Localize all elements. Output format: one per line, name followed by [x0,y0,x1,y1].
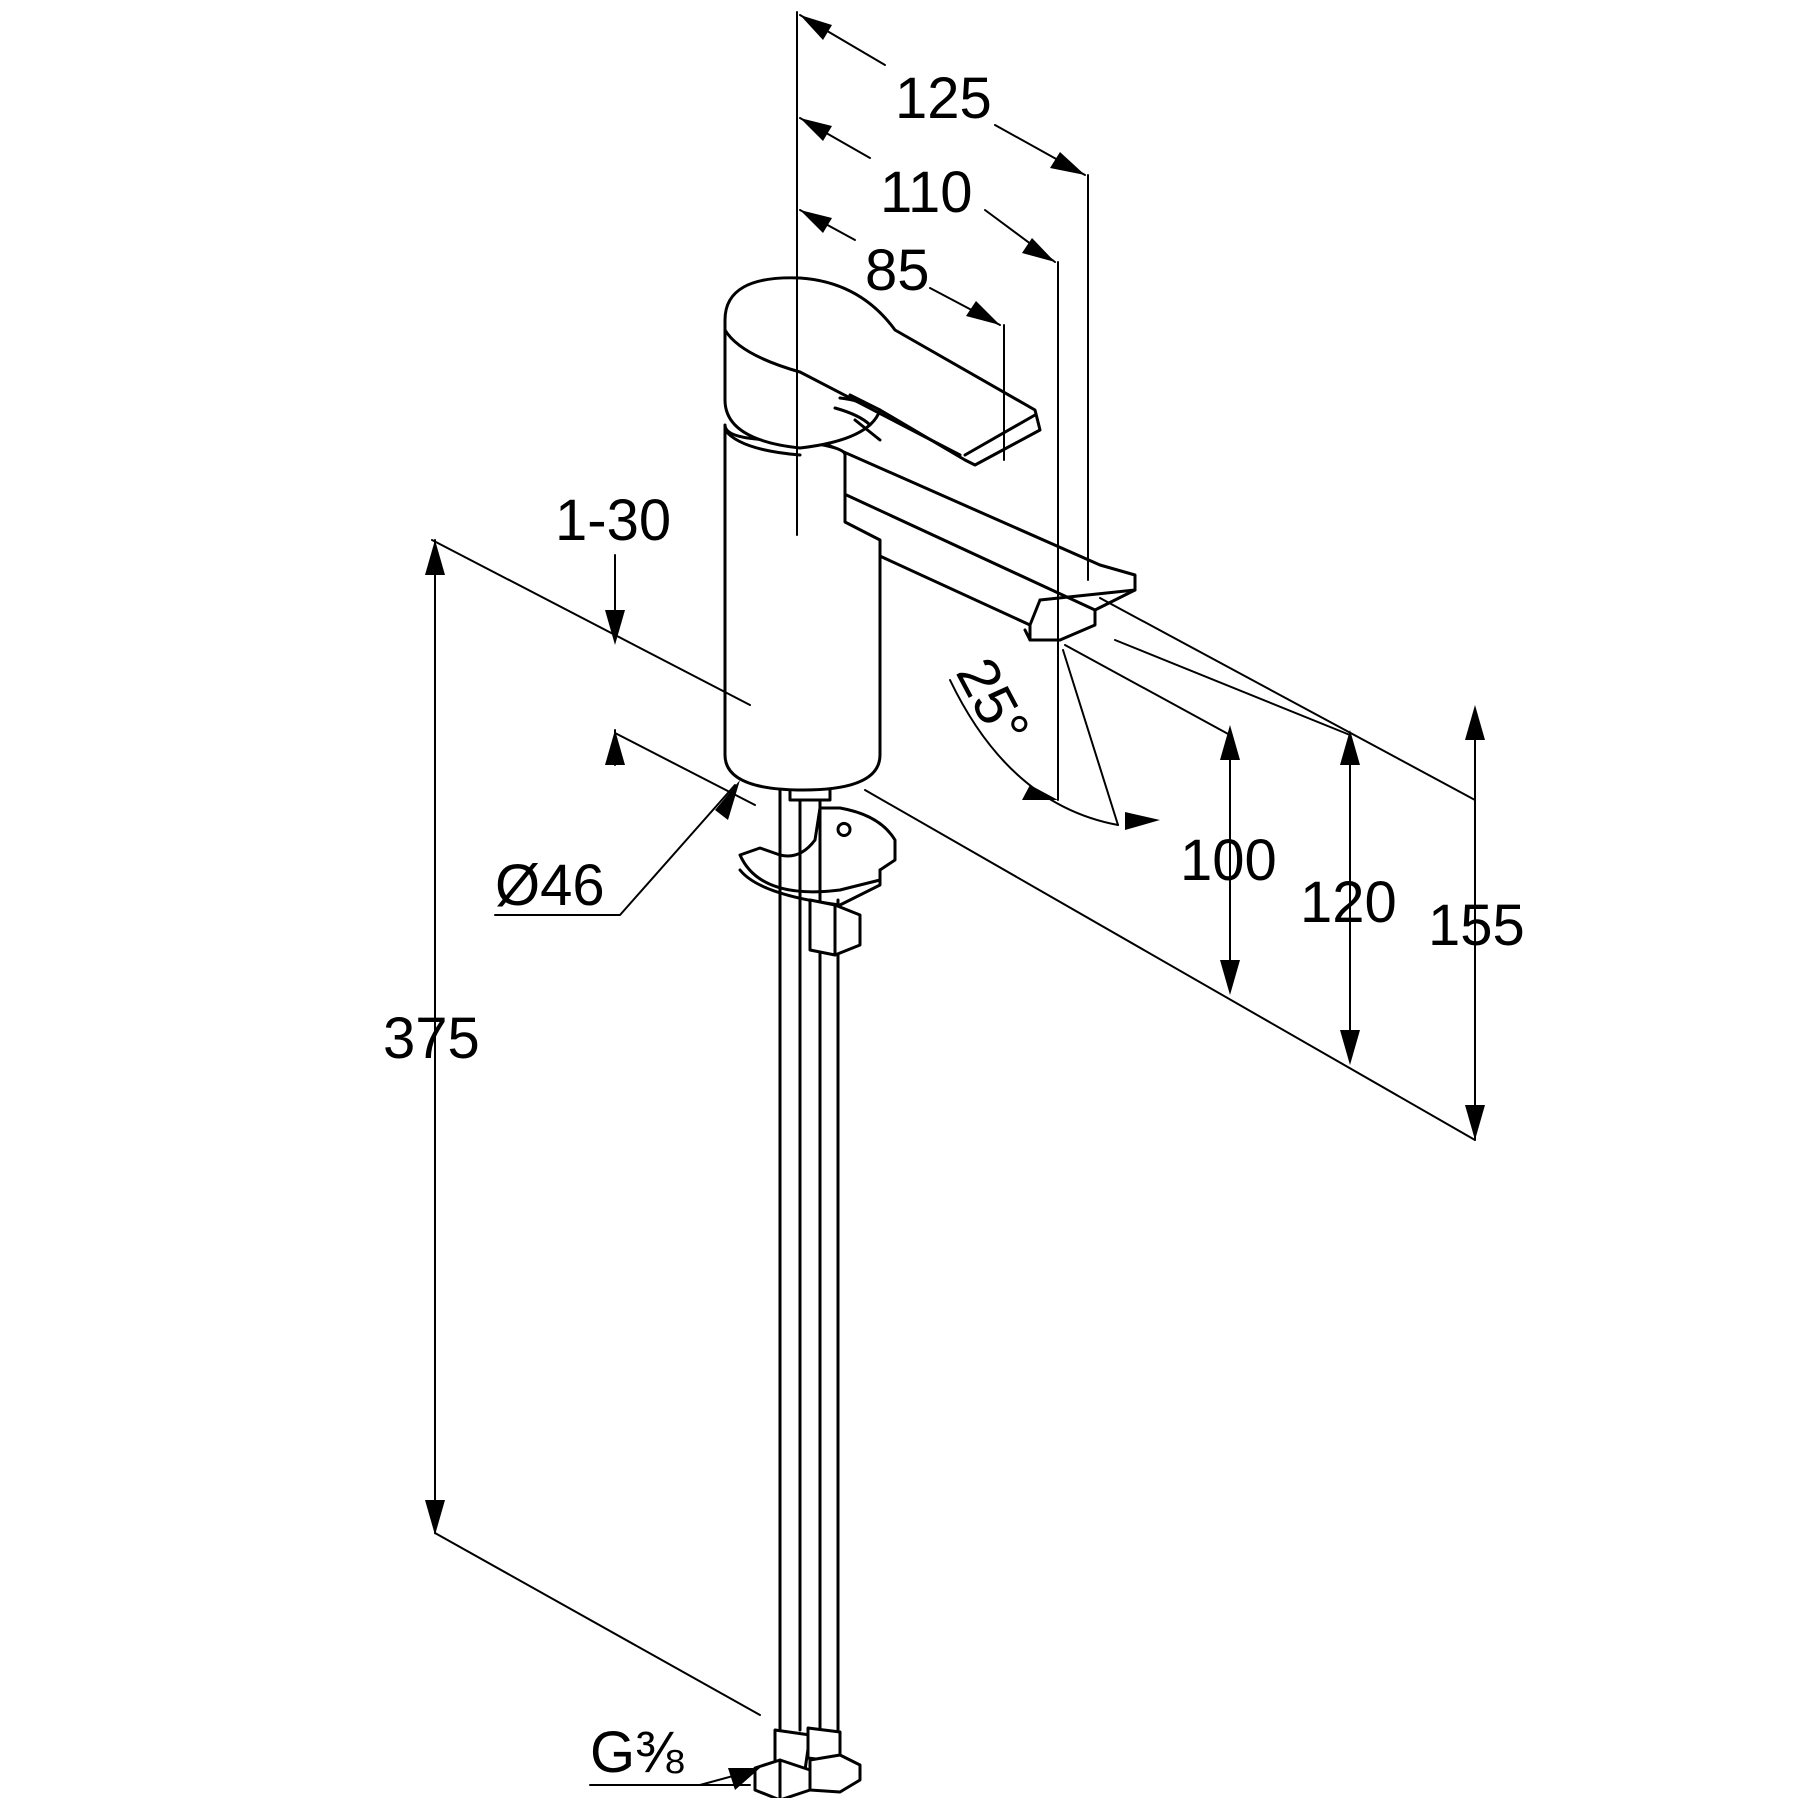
dim-thread-label: G⅜ [590,1720,684,1785]
thread-main: G [590,1720,635,1785]
dim-range-label: 1-30 [555,488,671,553]
mounting-hardware [738,788,897,1798]
arrow-1-30-down [605,610,625,645]
arrow-angle-right [1125,812,1160,830]
arrow-155-bottom [1465,1105,1485,1140]
dim-155-label: 155 [1428,893,1525,958]
arrow-375-top [425,540,445,575]
dimension-labels: 125 110 85 1-30 Ø46 25° 100 120 155 375 … [383,66,1525,1785]
dim-85-label: 85 [865,238,930,303]
dimension-arrows [425,15,1485,1790]
arrow-110-right [1022,238,1055,262]
arrow-120-bottom [1340,1030,1360,1065]
arrow-100-top [1220,725,1240,760]
arrow-110-left [800,118,832,141]
arrow-125-left [800,15,832,40]
thread-fraction: ⅜ [635,1720,684,1785]
arrow-85-left [800,210,832,233]
arrow-85-right [966,301,1000,325]
dim-angle-label: 25° [944,648,1043,756]
arrow-120-top [1340,730,1360,765]
dim-100-label: 100 [1180,828,1277,893]
arrow-125-right [1050,152,1085,175]
arrow-100-bottom [1220,960,1240,995]
dim-120-label: 120 [1300,870,1397,935]
faucet-body [723,276,1137,792]
dim-diameter-label: Ø46 [495,853,605,918]
arrow-thread [728,1768,760,1790]
arrow-155-top [1465,705,1485,740]
arrow-375-bottom [425,1500,445,1535]
arrow-diameter [715,780,740,820]
arrow-angle-left [1022,785,1058,800]
dim-110-label: 110 [880,160,972,225]
arrow-1-30-up [605,730,625,765]
dim-375-label: 375 [383,1006,480,1071]
dim-125-label: 125 [895,66,992,131]
